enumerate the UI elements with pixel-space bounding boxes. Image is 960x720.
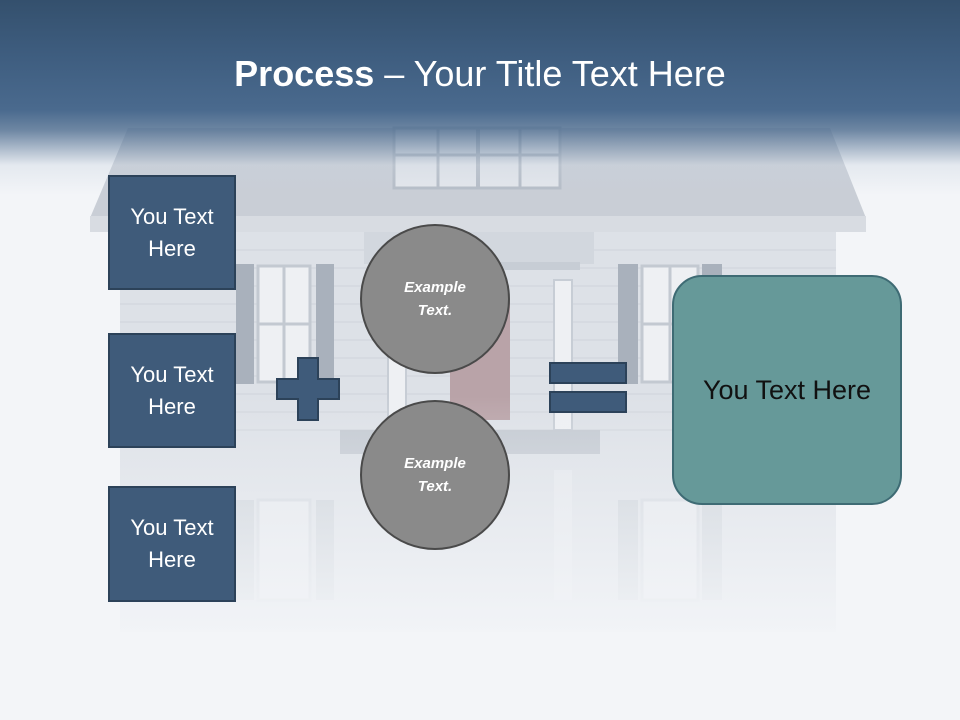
text-box-2[interactable]: You Text Here (108, 333, 236, 448)
example-circle-1[interactable]: Example Text. (360, 224, 510, 374)
title-bold: Process (234, 53, 375, 94)
text-box-label: You Text Here (130, 515, 214, 572)
result-label: You Text Here (702, 375, 872, 405)
result-box[interactable]: You Text Here (672, 275, 902, 505)
circle-label: Example Text. (404, 279, 466, 319)
text-box-label: You Text Here (130, 203, 214, 261)
slide-title[interactable]: Process – Your Title Text Here (0, 52, 960, 96)
title-band (0, 0, 960, 195)
title-rest: – Your Title Text Here (374, 53, 726, 94)
plus-icon (276, 357, 340, 421)
text-box-3[interactable]: You Text Here (108, 486, 236, 602)
example-circle-2[interactable]: Example Text. (360, 400, 510, 550)
equals-bar-bottom (549, 391, 627, 413)
text-box-1[interactable]: You Text Here (108, 175, 236, 290)
circle-label: Example Text. (404, 455, 466, 495)
text-box-label: You Text Here (130, 361, 214, 419)
equals-bar-top (549, 362, 627, 384)
